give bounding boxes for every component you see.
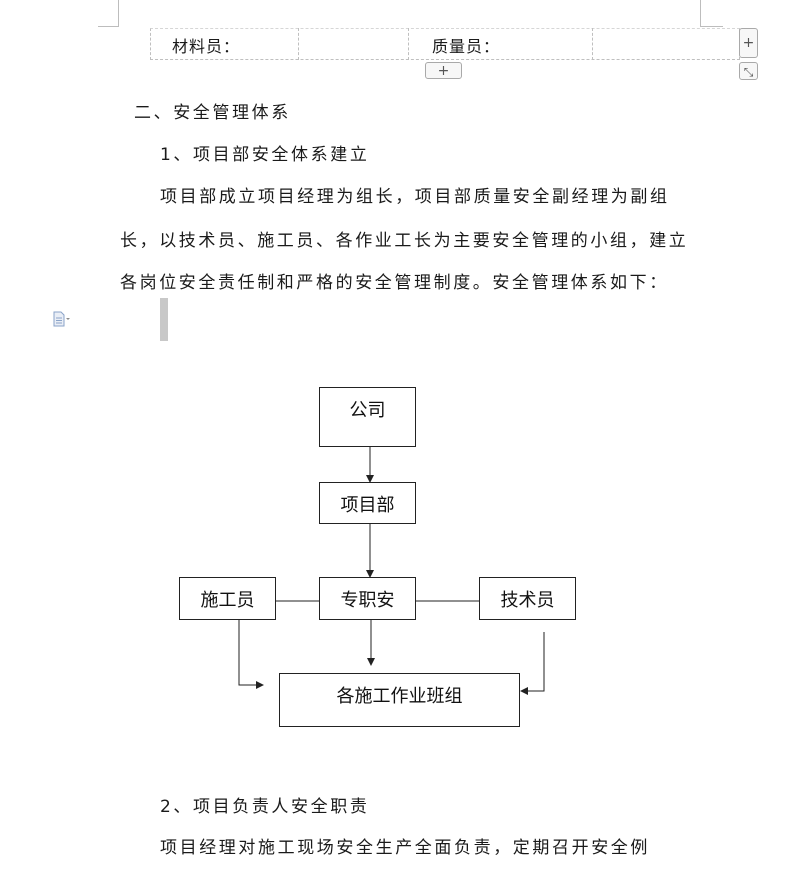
- paragraph-line: 项目经理对施工现场安全生产全面负责，定期召开安全例: [160, 838, 650, 858]
- add-column-button[interactable]: +: [739, 28, 758, 58]
- section-heading: 二、安全管理体系: [134, 103, 291, 123]
- node-label: 专职安: [340, 590, 395, 611]
- table-cell-divider: [298, 28, 299, 60]
- flowchart-node-safety-officer[interactable]: 专职安: [319, 577, 416, 620]
- flowchart-node-work-teams[interactable]: 各施工作业班组: [279, 673, 520, 727]
- flowchart-node-company[interactable]: 公司: [319, 387, 416, 447]
- table-resize-handle[interactable]: ⤡: [739, 62, 758, 80]
- subsection-heading: 2、项目负责人安全职责: [160, 797, 370, 817]
- page-margin-mark-top-left: [98, 0, 119, 27]
- node-label: 施工员: [200, 590, 255, 611]
- flowchart-node-construction-staff[interactable]: 施工员: [179, 577, 276, 620]
- node-label: 项目部: [340, 495, 395, 516]
- table-cell-materials-label[interactable]: 材料员：: [172, 37, 241, 56]
- paragraph-selection-bar: [160, 298, 168, 341]
- flowchart-node-project-dept[interactable]: 项目部: [319, 482, 416, 524]
- table-cell-divider: [592, 28, 593, 60]
- paragraph-line: 长，以技术员、施工员、各作业工长为主要安全管理的小组，建立: [120, 231, 689, 251]
- node-label: 技术员: [500, 590, 555, 611]
- table-cell-divider: [408, 28, 409, 60]
- page-margin-mark-top-right: [700, 0, 723, 27]
- paragraph-line: 各岗位安全责任制和严格的安全管理制度。安全管理体系如下：: [120, 273, 669, 293]
- node-label: 各施工作业班组: [336, 686, 463, 707]
- plus-icon: +: [437, 63, 450, 79]
- arrow-staff-to-teams: [238, 620, 264, 689]
- paragraph-line: 项目部成立项目经理为组长，项目部质量安全副经理为副组: [160, 187, 670, 207]
- subsection-heading: 1、项目部安全体系建立: [160, 145, 370, 165]
- arrow-technician-to-teams: [520, 632, 545, 695]
- add-row-button[interactable]: +: [425, 62, 462, 79]
- plus-icon: +: [742, 35, 755, 51]
- chevron-down-icon: [66, 318, 70, 320]
- flowchart-node-technician[interactable]: 技术员: [479, 577, 576, 620]
- resize-icon: ⤡: [743, 65, 754, 79]
- table-cell-quality-label[interactable]: 质量员：: [432, 37, 501, 56]
- node-label: 公司: [349, 400, 386, 421]
- document-icon[interactable]: [52, 311, 70, 327]
